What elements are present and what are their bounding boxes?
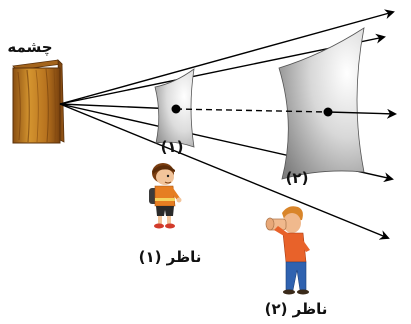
- ray-5: [59, 103, 390, 240]
- observer-2-label: ناظر (۲): [265, 300, 328, 318]
- light-rays-front: [175, 108, 397, 119]
- light-source-box: [12, 59, 65, 144]
- observer-1-label: ناظر (۱): [139, 248, 202, 266]
- source-label: چشمه: [7, 38, 52, 57]
- observer-2-figure: [265, 206, 310, 295]
- surface-2: [278, 27, 365, 180]
- surface-2-center-dot: [323, 107, 333, 117]
- surface-1-label: (۱): [161, 138, 184, 156]
- observer-1-figure: [149, 163, 182, 229]
- surface-2-label: (۲): [286, 169, 309, 187]
- surface-1-center-dot: [171, 104, 181, 114]
- ray-center-dashed: [175, 108, 329, 113]
- ray-center-a: [59, 103, 177, 110]
- ray-1: [59, 9, 395, 105]
- ray-center-b: [327, 108, 397, 119]
